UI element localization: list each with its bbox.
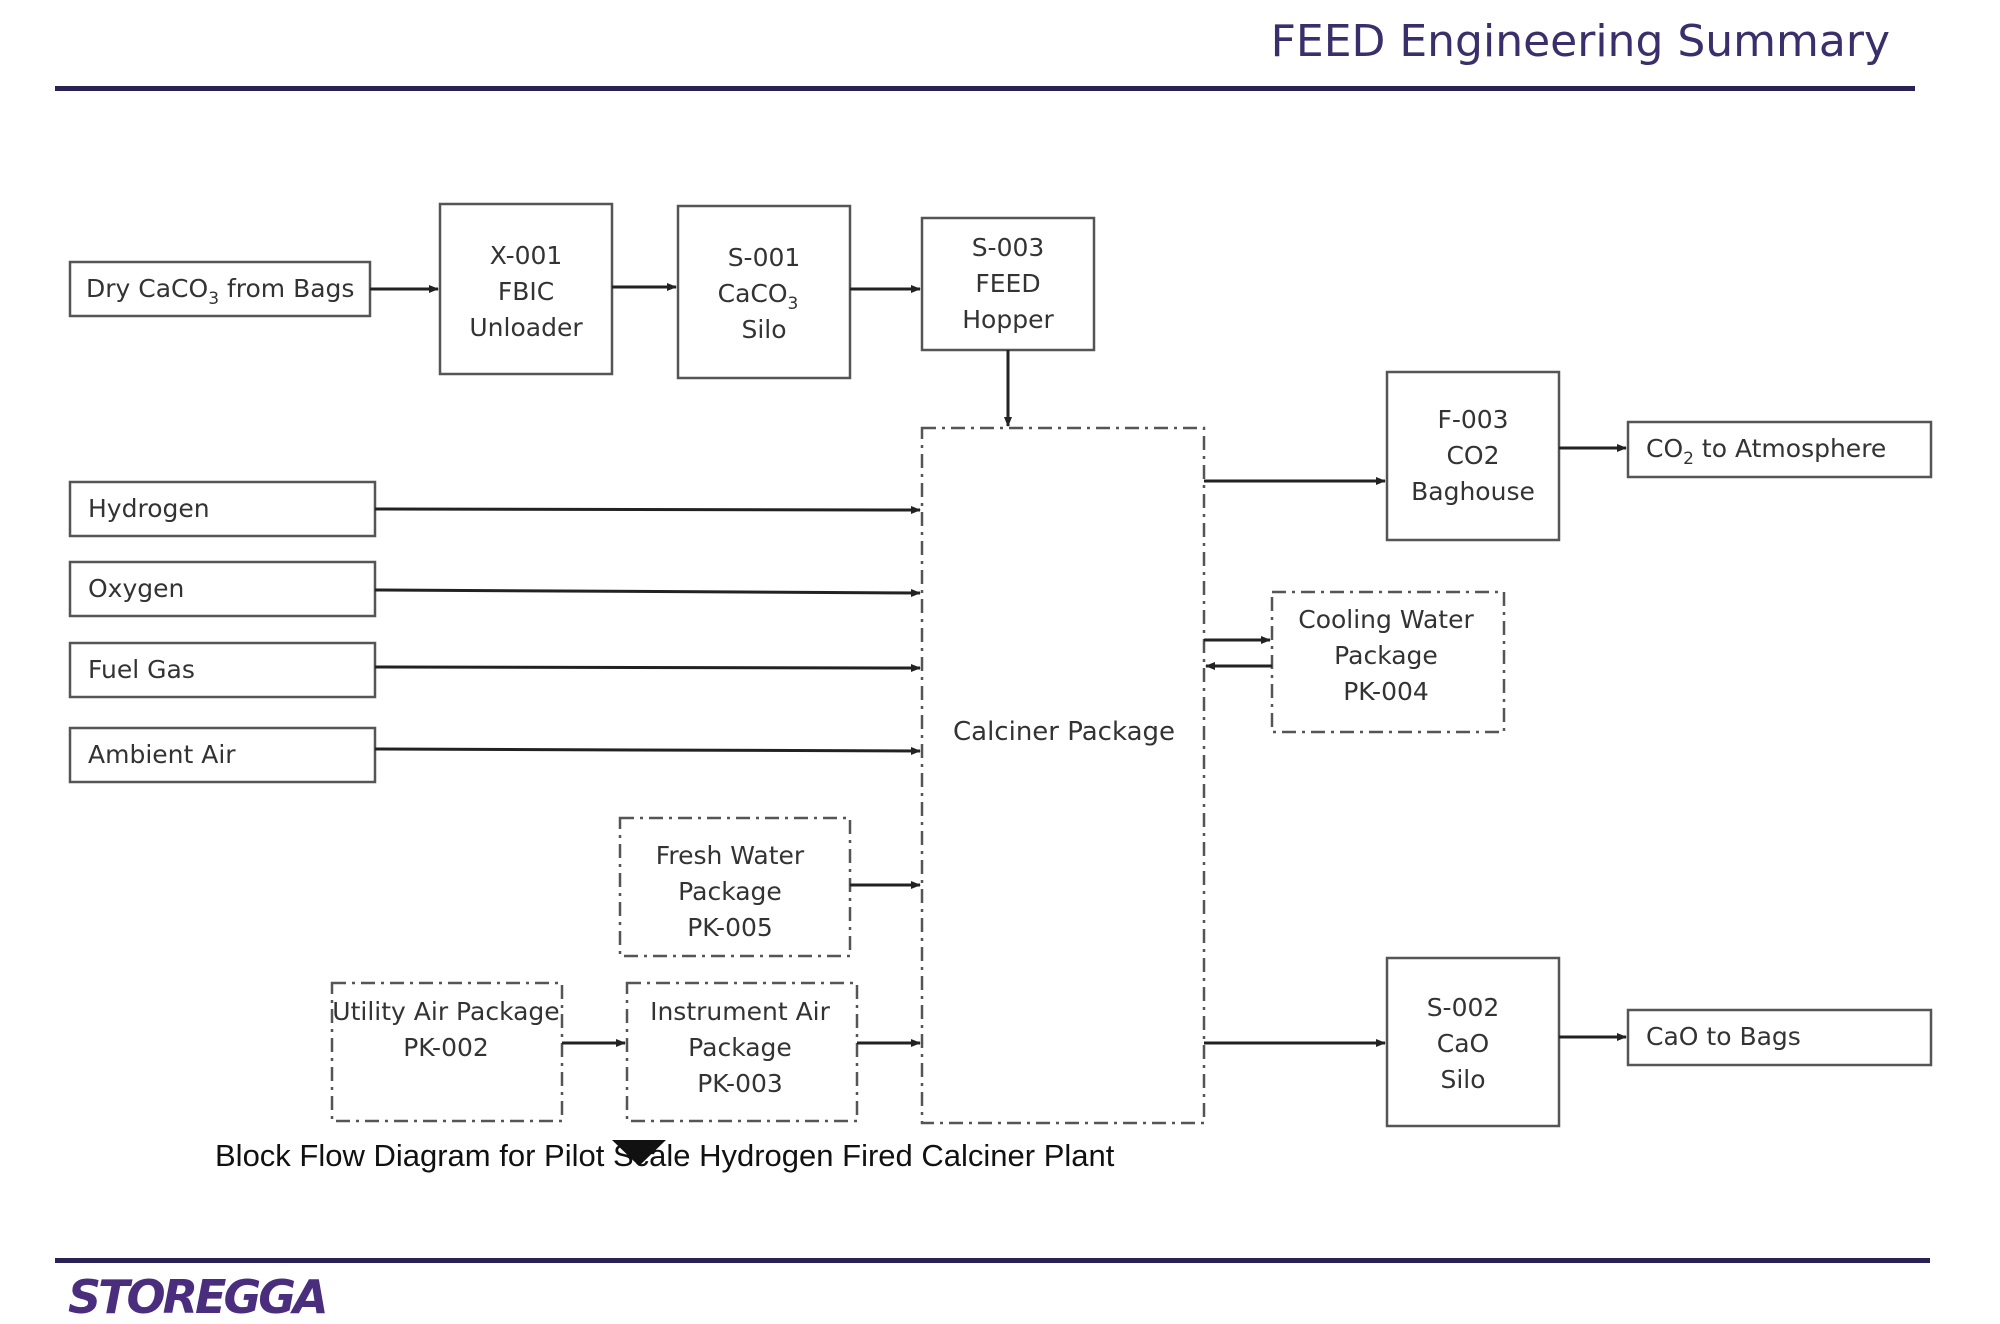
- f003-line3: Baghouse: [1411, 477, 1535, 506]
- oxygen-label: Oxygen: [88, 574, 184, 603]
- cao-to-bags-box: CaO to Bags: [1626, 1008, 1933, 1067]
- pk003-tag: PK-003: [697, 1069, 783, 1098]
- arrow-ambient-air-to-calciner: [374, 746, 921, 755]
- s003-line3: Hopper: [962, 305, 1054, 334]
- hydrogen-label: Hydrogen: [88, 494, 210, 523]
- co2-to-atmosphere-box: CO2 to Atmosphere: [1626, 420, 1933, 479]
- dry-caco3-input-box: Dry CaCO3 from Bags: [68, 260, 372, 318]
- f003-tag: F-003: [1437, 405, 1508, 434]
- pk002-tag: PK-002: [403, 1033, 489, 1062]
- fuel-gas-input-box: Fuel Gas: [68, 641, 377, 699]
- s003-line2: FEED: [975, 269, 1040, 298]
- page-title: FEED Engineering Summary: [1270, 16, 1890, 67]
- storegga-logo: STOREGGA: [68, 1270, 329, 1324]
- pk003-line2: Package: [688, 1033, 792, 1062]
- footer-rule: [55, 1258, 1930, 1263]
- arrow-oxygen-to-calciner: [374, 588, 921, 597]
- pk005-line2: Package: [678, 877, 782, 906]
- header-rule: [55, 86, 1915, 91]
- pk004-cooling-water-box: Cooling Water Package PK-004: [1270, 590, 1506, 734]
- s001-silo-box: S-001 CaCO3 Silo: [676, 204, 852, 380]
- s002-cao-silo-box: S-002 CaO Silo: [1385, 956, 1561, 1128]
- f003-line2: CO2: [1446, 441, 1499, 470]
- pk002-utility-air-box: Utility Air Package PK-002: [330, 981, 564, 1123]
- arrow-hydrogen-to-calciner: [374, 505, 921, 514]
- diagram-caption: Block Flow Diagram for Pilot Scale Hydro…: [215, 1138, 1115, 1173]
- x001-line2: FBIC: [498, 277, 554, 306]
- pk003-line1: Instrument Air: [650, 997, 831, 1026]
- pk004-tag: PK-004: [1343, 677, 1429, 706]
- calciner-package-label: Calciner Package: [953, 717, 1175, 747]
- s002-line3: Silo: [1440, 1065, 1485, 1094]
- s002-line2: CaO: [1437, 1029, 1489, 1058]
- fuel-gas-label: Fuel Gas: [88, 655, 195, 684]
- oxygen-input-box: Oxygen: [68, 560, 377, 618]
- pk004-line1: Cooling Water: [1298, 605, 1474, 634]
- ambient-air-label: Ambient Air: [88, 740, 236, 769]
- hydrogen-input-box: Hydrogen: [68, 480, 377, 538]
- x001-tag: X-001: [490, 241, 563, 270]
- pk003-instrument-air-box: Instrument Air Package PK-003: [625, 981, 859, 1123]
- x001-line3: Unloader: [469, 313, 583, 342]
- s001-line2: CaCO3: [718, 279, 799, 314]
- co2-to-atmosphere-label: CO2 to Atmosphere: [1646, 434, 1886, 469]
- calciner-package-box: Calciner Package: [920, 426, 1206, 1125]
- s001-line4: Silo: [741, 315, 786, 344]
- pk005-fresh-water-box: Fresh Water Package PK-005: [618, 816, 852, 958]
- pk005-tag: PK-005: [687, 913, 773, 942]
- pk002-line1: Utility Air Package: [332, 997, 559, 1026]
- x001-unloader-box: X-001 FBIC Unloader: [438, 202, 614, 376]
- ambient-air-input-box: Ambient Air: [68, 726, 377, 784]
- pk004-line2: Package: [1334, 641, 1438, 670]
- pk005-line1: Fresh Water: [656, 841, 805, 870]
- f003-baghouse-box: F-003 CO2 Baghouse: [1385, 370, 1561, 542]
- dry-caco3-label: Dry CaCO3 from Bags: [86, 274, 354, 309]
- s003-hopper-box: S-003 FEED Hopper: [920, 216, 1096, 352]
- cao-to-bags-label: CaO to Bags: [1646, 1022, 1801, 1051]
- arrow-fuel-gas-to-calciner: [374, 663, 921, 672]
- s002-tag: S-002: [1427, 993, 1500, 1022]
- s003-tag: S-003: [972, 233, 1045, 262]
- s001-tag: S-001: [728, 243, 801, 272]
- pointer-triangle: [612, 1140, 666, 1166]
